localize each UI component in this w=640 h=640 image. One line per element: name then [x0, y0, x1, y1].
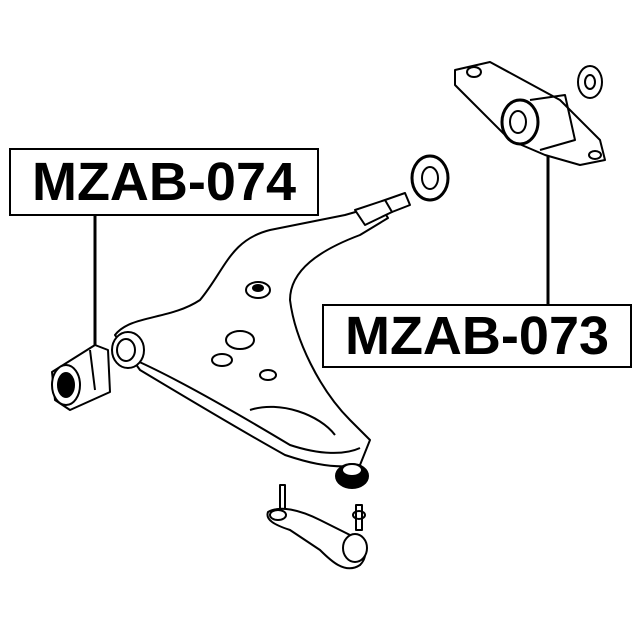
bushing-073: [454, 61, 606, 166]
part-number-mzab-073: MZAB-073: [344, 306, 610, 366]
control-arm: [111, 192, 411, 468]
part-label-mzab-074: MZAB-074: [9, 148, 319, 216]
bushing-074: [51, 344, 111, 411]
rubber-stop: [335, 463, 369, 489]
washer: [410, 154, 450, 202]
ball-joint: [266, 484, 368, 570]
part-number-mzab-074: MZAB-074: [31, 152, 297, 212]
part-label-mzab-073: MZAB-073: [322, 304, 632, 368]
